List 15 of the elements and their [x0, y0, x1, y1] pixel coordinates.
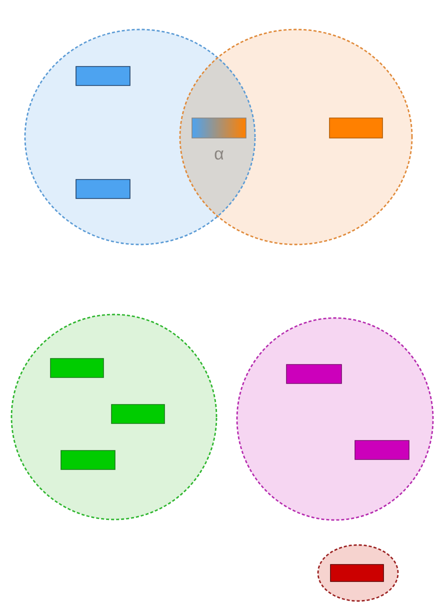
bar — [111, 404, 165, 424]
dashed-circle — [24, 28, 256, 246]
dashed-circle — [317, 544, 399, 602]
dashed-circle — [10, 314, 218, 520]
bar — [192, 118, 246, 138]
bar — [60, 450, 116, 470]
bar — [330, 564, 384, 582]
bar — [286, 364, 342, 384]
bar — [329, 118, 383, 138]
dashed-circle — [236, 317, 434, 521]
bar — [76, 179, 130, 199]
bar — [76, 66, 130, 86]
dashed-circle — [179, 28, 413, 246]
bar — [50, 358, 104, 378]
bar — [354, 440, 410, 460]
